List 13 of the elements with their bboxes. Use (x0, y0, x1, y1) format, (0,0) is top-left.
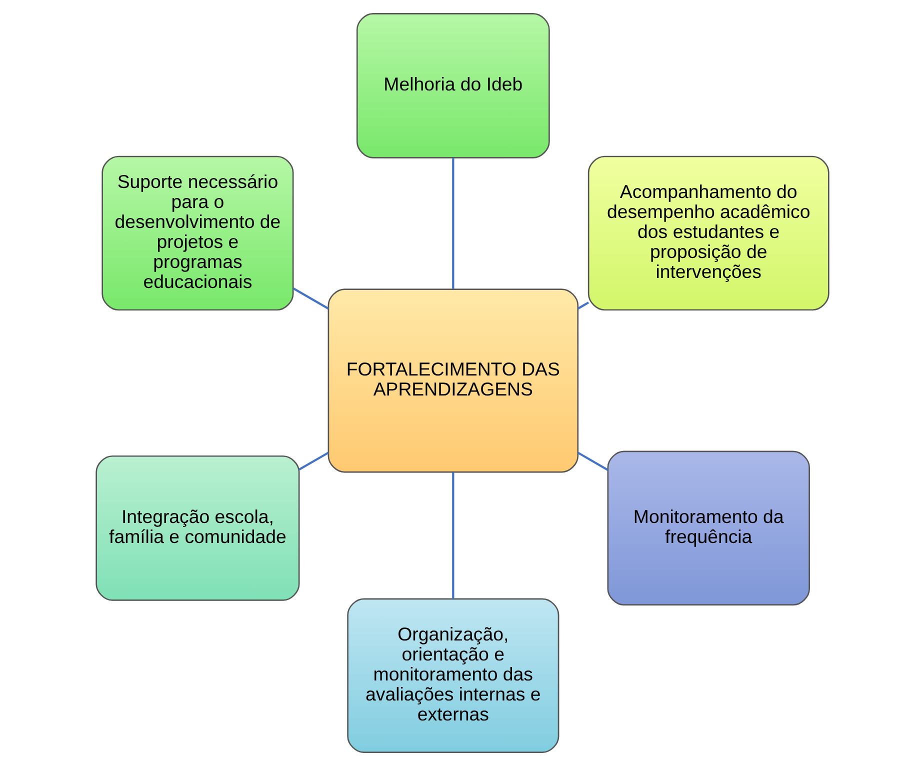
connector (452, 158, 454, 289)
connector (576, 302, 589, 310)
node-box: Monitoramento da frequência (606, 450, 810, 606)
connector (576, 452, 608, 471)
connector (452, 472, 454, 599)
node-box: Suporte necessário para o desenvolvimento de projetos e programas educacionais (101, 156, 294, 311)
node-box: Organização, orientação e monitoramento das avaliações internas e externas (346, 598, 559, 753)
node-box: FORTALECIMENTO DAS APRENDIZAGENS (327, 288, 578, 473)
node-box: Melhoria do Ideb (356, 13, 550, 158)
node-box: Integração escola, família e comunidade (95, 455, 300, 601)
connector (292, 288, 328, 310)
connector (298, 452, 328, 470)
node-box: Acompanhamento do desempenho acadêmico dos estudantes e proposição de intervenções (587, 156, 829, 311)
